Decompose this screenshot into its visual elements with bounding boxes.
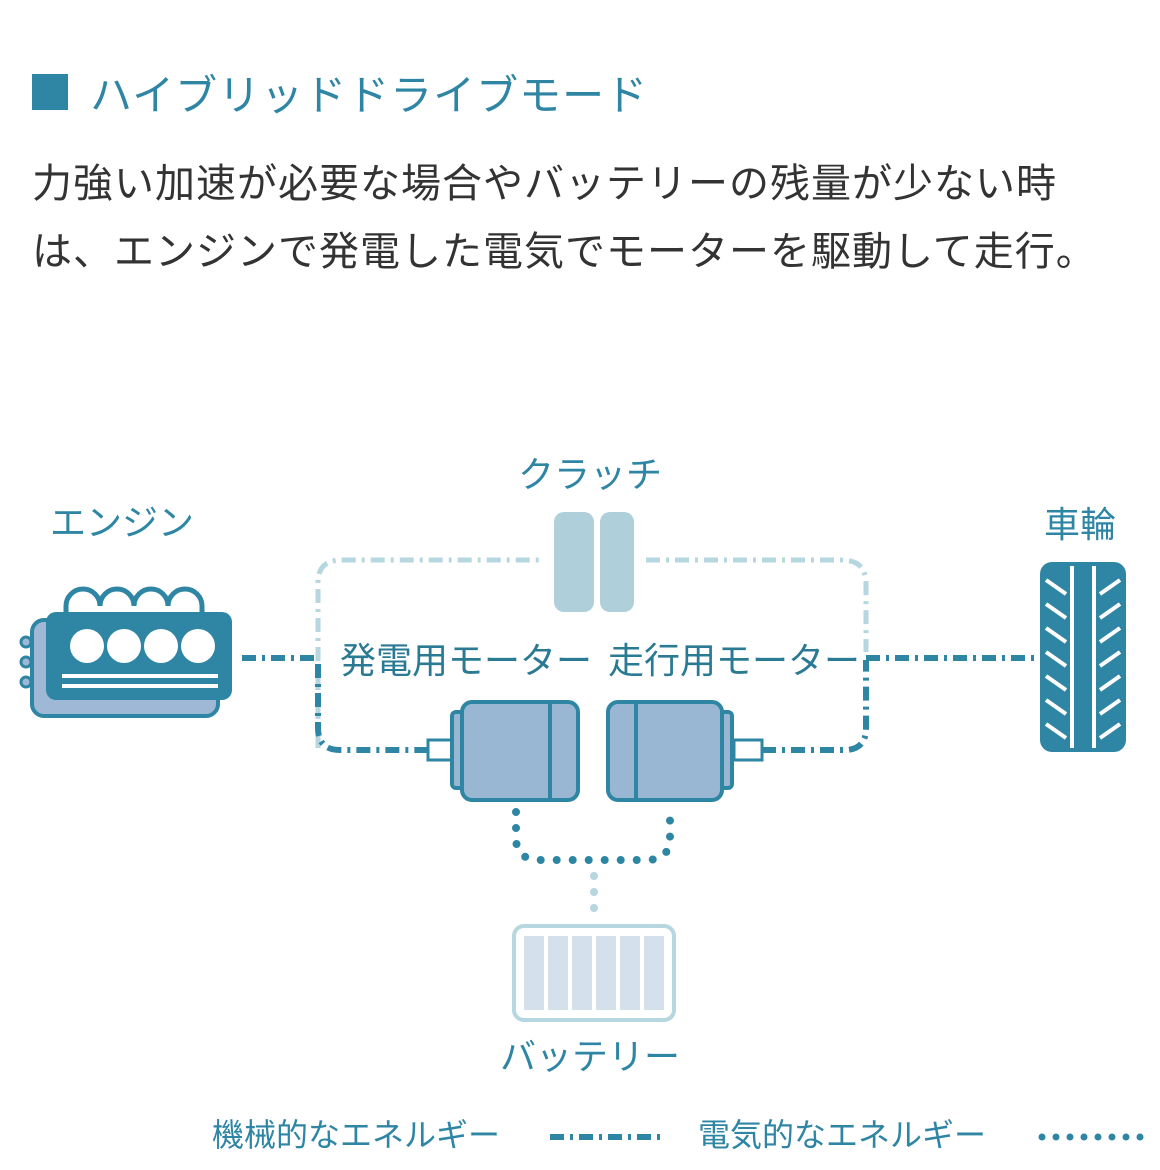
generator-shaft-link	[315, 664, 428, 753]
drive-motor-label: 走行用モーター	[608, 641, 861, 682]
description: 力強い加速が必要な場合やバッテリーの残量が少ない時 は、エンジンで発電した電気で…	[32, 150, 1142, 286]
legend: 機械的なエネルギー 電気的なエネルギー	[0, 1108, 1160, 1162]
square-bullet-icon	[32, 74, 68, 110]
drive-motor-icon	[606, 700, 764, 802]
motor-electric-link	[512, 808, 674, 864]
clutch-label: クラッチ	[518, 455, 663, 496]
drive-shaft-link	[762, 660, 869, 753]
generator-motor-icon	[426, 700, 580, 802]
wheel-label: 車輪	[1044, 505, 1117, 546]
description-line-1: 力強い加速が必要な場合やバッテリーの残量が少ない時	[32, 161, 1057, 207]
section-title: ハイブリッドドライブモード	[90, 70, 649, 120]
description-line-2: は、エンジンで発電した電気でモーターを駆動して走行。	[32, 229, 1097, 275]
engine-label: エンジン	[50, 503, 195, 544]
engine-icon	[19, 586, 232, 718]
wheel-icon	[1040, 562, 1126, 752]
battery-icon	[512, 924, 676, 1022]
generator-motor-label: 発電用モーター	[340, 641, 593, 682]
battery-label: バッテリー	[500, 1037, 681, 1078]
legend-mechanical-label: 機械的なエネルギー	[212, 1116, 501, 1154]
clutch-link-left	[315, 557, 540, 748]
section-header: ハイブリッドドライブモード	[32, 62, 648, 122]
clutch-icon	[554, 512, 634, 612]
legend-electrical-label: 電気的なエネルギー	[698, 1116, 987, 1154]
clutch-link-right	[646, 557, 869, 652]
